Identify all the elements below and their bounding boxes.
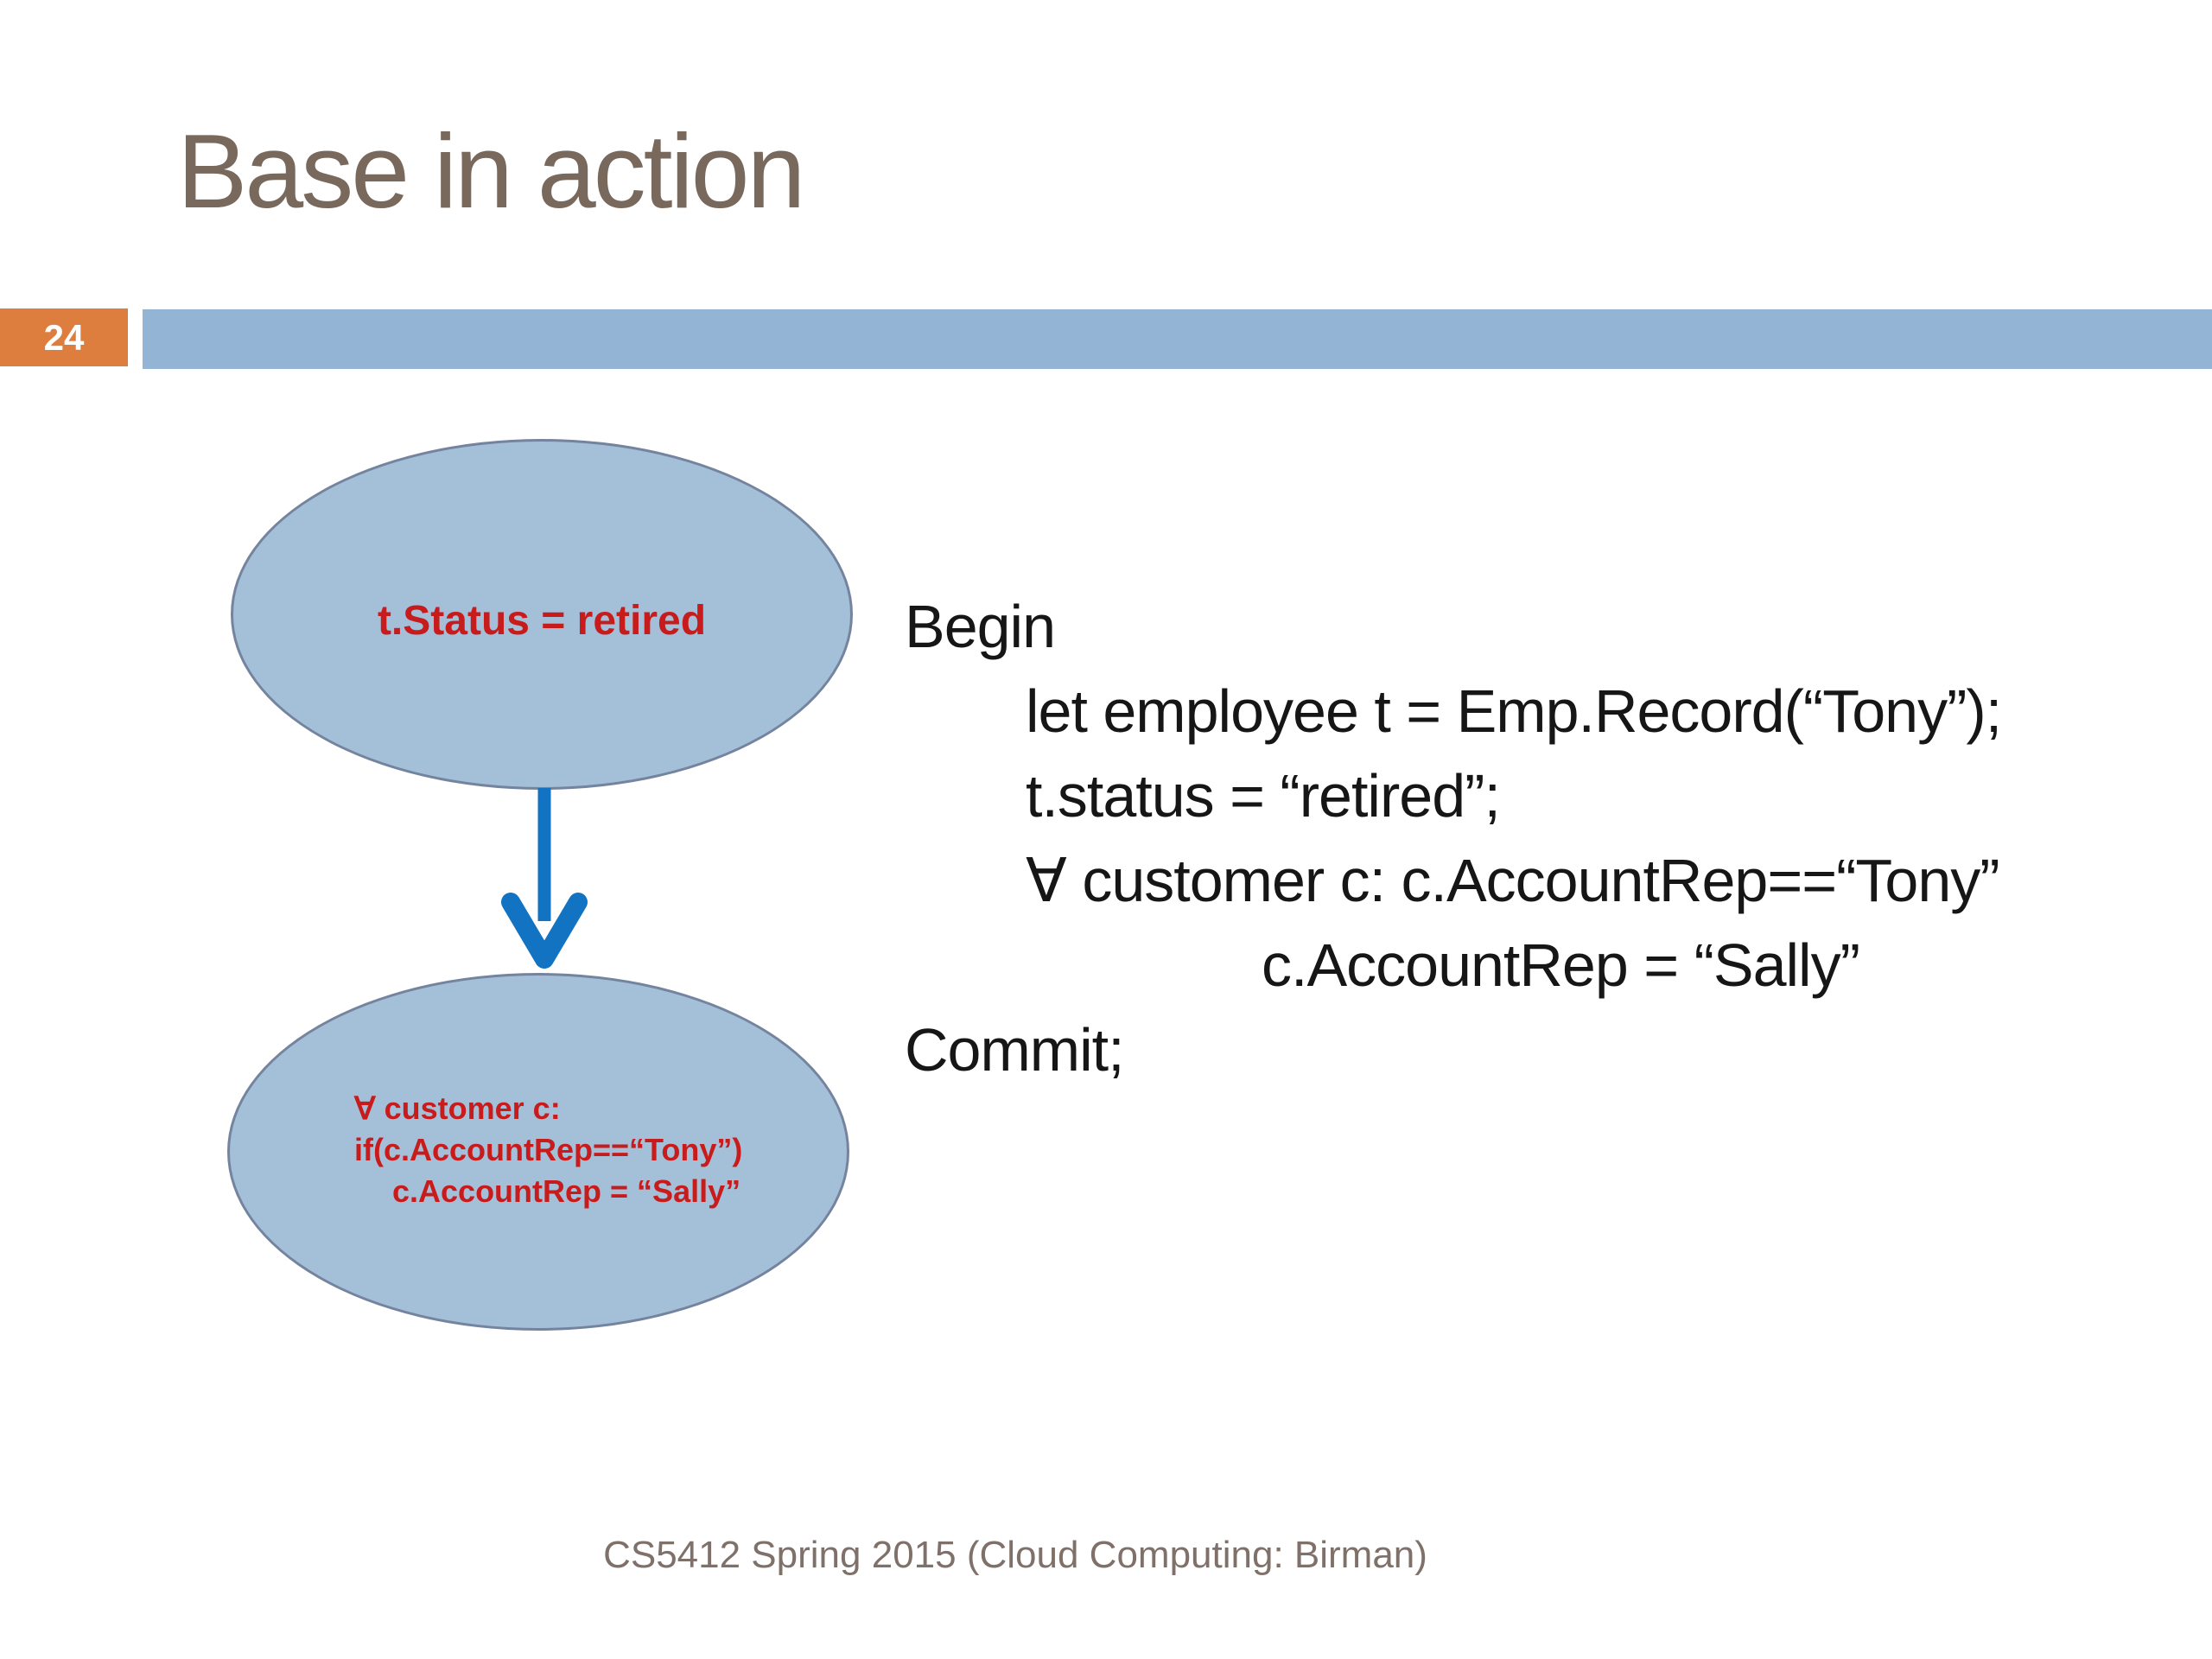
bottom-ellipse-line-2: if(c.AccountRep==“Tony”) (354, 1132, 743, 1167)
top-ellipse: t.Status = retired (231, 439, 853, 790)
bottom-ellipse-line-1: ∀ customer c: (354, 1090, 561, 1126)
slide-footer: CS5412 Spring 2015 (Cloud Computing: Bir… (603, 1534, 1427, 1576)
bottom-ellipse-line-3: c.AccountRep = “Sally” (392, 1173, 741, 1209)
code-line-commit: Commit; (905, 1016, 1125, 1084)
page-number: 24 (43, 316, 85, 358)
code-line-t-status: t.status = “retired”; (1026, 762, 1501, 830)
bottom-ellipse: ∀ customer c: if(c.AccountRep==“Tony”) c… (227, 973, 849, 1331)
code-line-forall-customer: ∀ customer c: c.AccountRep==“Tony” (1026, 847, 2000, 914)
code-line-begin: Begin (905, 593, 1056, 660)
flow-arrow-down-icon (501, 788, 588, 969)
accent-band (143, 309, 2212, 369)
top-ellipse-label: t.Status = retired (377, 597, 707, 644)
slide-title: Base in action (177, 112, 805, 230)
code-line-accountrep-sally: c.AccountRep = “Sally” (1262, 931, 1860, 999)
code-block: Begin let employee t = Emp.Record(“Tony”… (905, 584, 2002, 1092)
code-line-let-employee: let employee t = Emp.Record(“Tony”); (1026, 677, 2002, 745)
bottom-ellipse-label: ∀ customer c: if(c.AccountRep==“Tony”) c… (354, 1088, 742, 1212)
page-number-badge: 24 (0, 308, 128, 366)
